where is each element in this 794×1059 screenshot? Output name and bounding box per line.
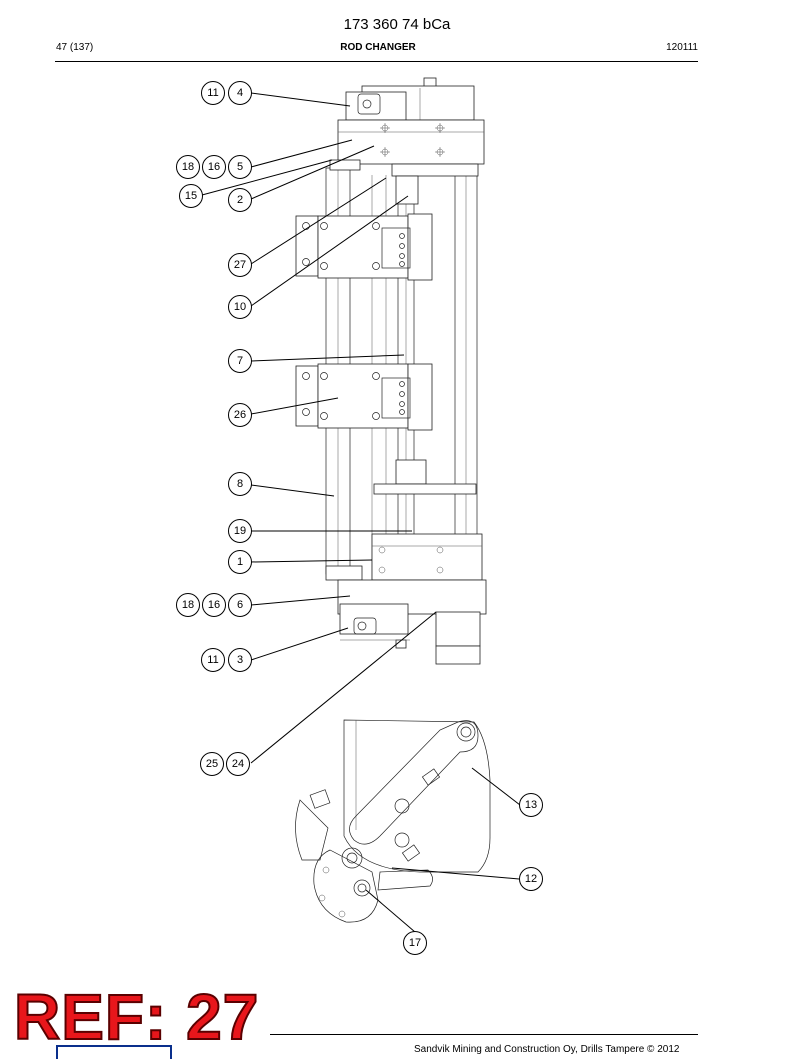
callout-1: 1 [228,550,252,574]
svg-text:24: 24 [232,758,244,770]
svg-text:2: 2 [237,194,243,206]
svg-text:16: 16 [208,599,220,611]
sandvik-logo [56,1045,172,1059]
svg-text:7: 7 [237,355,243,367]
callout-5: 5 [228,155,252,179]
svg-text:12: 12 [525,873,537,885]
svg-text:18: 18 [182,161,194,173]
svg-text:18: 18 [182,599,194,611]
svg-text:10: 10 [234,301,246,313]
svg-text:19: 19 [234,525,246,537]
svg-text:11: 11 [207,87,218,99]
svg-text:4: 4 [237,87,243,99]
svg-text:3: 3 [237,654,243,666]
callout-6: 6 [228,593,252,617]
callout-4: 4 [228,81,252,105]
svg-text:15: 15 [185,190,197,202]
copyright-text: Sandvik Mining and Construction Oy, Dril… [414,1044,680,1055]
rod-changer-assembly [295,77,487,665]
callout-11-top: 11 [201,81,225,105]
document-number: 173 360 74 bCa [343,16,451,33]
callout-15: 15 [179,184,203,208]
svg-text:6: 6 [237,599,243,611]
callout-18-top: 18 [176,155,200,179]
callout-13: 13 [519,793,543,817]
svg-text:17: 17 [409,937,421,949]
callout-7: 7 [228,349,252,373]
callout-26: 26 [228,403,252,427]
svg-text:26: 26 [234,409,246,421]
callout-27: 27 [228,253,252,277]
rod-changer-side-detail [295,719,491,923]
svg-text:11: 11 [207,654,218,666]
svg-text:13: 13 [525,799,537,811]
section-title: ROD CHANGER [340,42,416,53]
leader-lines [201,92,521,933]
document-date: 120111 [666,42,698,53]
callout-16-top: 16 [202,155,226,179]
page-number: 47 (137) [56,42,94,53]
ref-stamp: REF: 27 [13,981,260,1053]
callout-3: 3 [228,648,252,672]
svg-text:5: 5 [237,161,243,173]
svg-text:27: 27 [234,259,246,271]
callout-17: 17 [403,931,427,955]
callout-19: 19 [228,519,252,543]
svg-text:16: 16 [208,161,220,173]
header-rule [55,61,698,62]
callout-18-bottom: 18 [176,593,200,617]
footer-rule [270,1034,698,1035]
svg-text:25: 25 [206,758,218,770]
callout-8: 8 [228,472,252,496]
callout-2: 2 [228,188,252,212]
callout-25: 25 [200,752,224,776]
callout-24: 24 [226,752,250,776]
svg-text:1: 1 [237,556,243,568]
callout-12: 12 [519,867,543,891]
svg-text:8: 8 [237,478,243,490]
callout-16-bottom: 16 [202,593,226,617]
callout-10: 10 [228,295,252,319]
callout-11-bottom: 11 [201,648,225,672]
